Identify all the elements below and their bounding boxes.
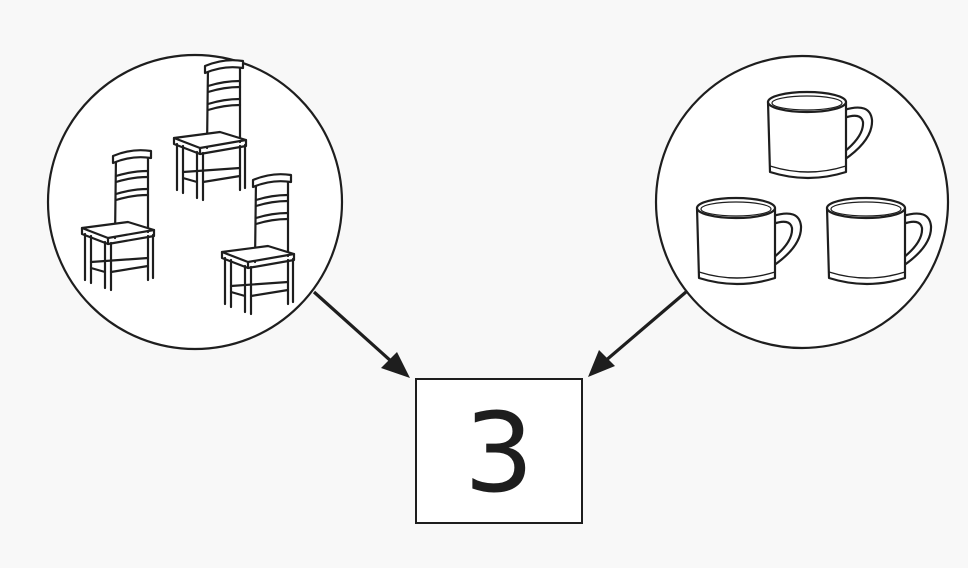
left-group-circle	[46, 53, 344, 351]
number-value: 3	[464, 389, 534, 517]
left-arrow	[312, 290, 410, 378]
right-group-circle	[654, 54, 950, 350]
number-box: 3	[415, 378, 583, 524]
right-arrow	[588, 290, 688, 377]
